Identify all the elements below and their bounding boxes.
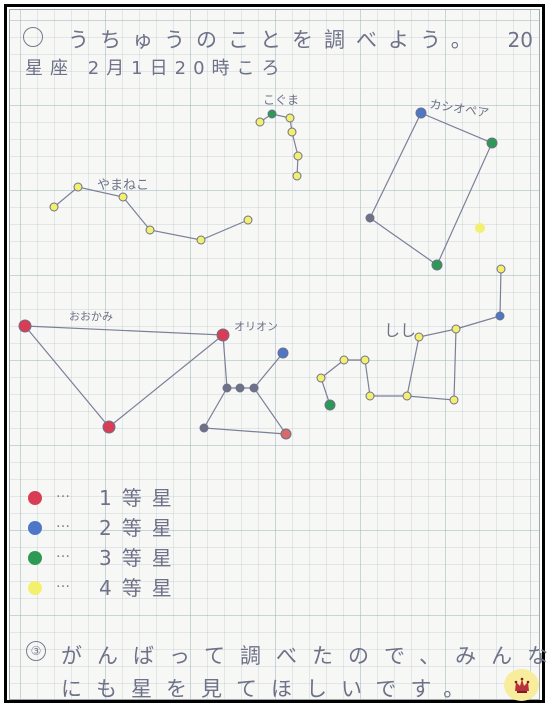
cassiopeia-lines	[370, 113, 492, 265]
legend-dots: …	[56, 485, 72, 501]
leo-star	[497, 265, 505, 273]
footer-number-mark: ③	[26, 641, 46, 661]
kaguma-label: こぐま	[263, 91, 299, 108]
legend-dots: …	[56, 515, 72, 531]
legend-dots: …	[56, 545, 72, 561]
ookami-star	[217, 329, 229, 341]
leo-star	[496, 312, 504, 320]
leo-label: しし	[384, 317, 416, 341]
loose-star	[475, 223, 485, 233]
cassiopeia-star	[416, 108, 426, 118]
cassiopeia-star	[432, 260, 442, 270]
orion-star	[278, 348, 288, 358]
yamaneko-label: やまねこ	[97, 174, 149, 193]
kaguma-lines	[260, 114, 298, 176]
legend-dots: …	[56, 575, 72, 591]
orion-label: オリオン	[234, 318, 278, 334]
leo-tail-lines	[456, 269, 501, 329]
footer-line-two: にも星を見てほしいです。	[61, 673, 478, 703]
yamaneko-star	[50, 203, 58, 211]
yamaneko-star	[119, 193, 127, 201]
yamaneko-star	[74, 183, 82, 191]
orion-star	[223, 384, 231, 392]
yamaneko-star	[197, 236, 205, 244]
orion-star	[250, 384, 258, 392]
kaguma-star	[293, 172, 301, 180]
cassiopeia-star	[366, 214, 374, 222]
first-magnitude-dot	[28, 491, 42, 505]
ookami-label: おおかみ	[69, 308, 113, 324]
orion-star	[200, 424, 208, 432]
crown-stamp	[504, 669, 539, 701]
leo-star	[415, 333, 423, 341]
yamaneko-star	[244, 216, 252, 224]
cassiopeia-star	[487, 138, 497, 148]
kaguma-star	[286, 114, 294, 122]
kaguma-star	[256, 118, 264, 126]
legend-label: 2等星	[99, 512, 182, 541]
leo-star	[450, 396, 458, 404]
leo-star	[366, 392, 374, 400]
ookami-star	[103, 421, 115, 433]
orion-lines	[204, 335, 286, 434]
leo-star	[317, 374, 325, 382]
constellation-stars	[19, 108, 505, 439]
leo-star	[452, 325, 460, 333]
leo-star	[403, 392, 411, 400]
legend-label: 1等星	[99, 482, 182, 511]
legend-label: 4等星	[99, 572, 182, 601]
legend-label: 3等星	[99, 542, 182, 571]
kaguma-star	[268, 110, 276, 118]
third-magnitude-dot	[28, 551, 42, 565]
fourth-magnitude-dot	[28, 581, 42, 595]
ookami-lines	[25, 326, 223, 427]
orion-star	[281, 429, 291, 439]
orion-star	[236, 384, 244, 392]
constellation-lines	[25, 113, 501, 434]
yamaneko-star	[146, 226, 154, 234]
kaguma-star	[294, 152, 302, 160]
ookami-star	[19, 320, 31, 332]
second-magnitude-dot	[28, 521, 42, 535]
footer-line-one: がんばって調べたので、みんな	[61, 640, 555, 670]
kaguma-star	[288, 128, 296, 136]
crown-icon	[512, 675, 532, 695]
leo-star	[361, 356, 369, 364]
leo-star	[325, 400, 335, 410]
leo-star	[340, 356, 348, 364]
